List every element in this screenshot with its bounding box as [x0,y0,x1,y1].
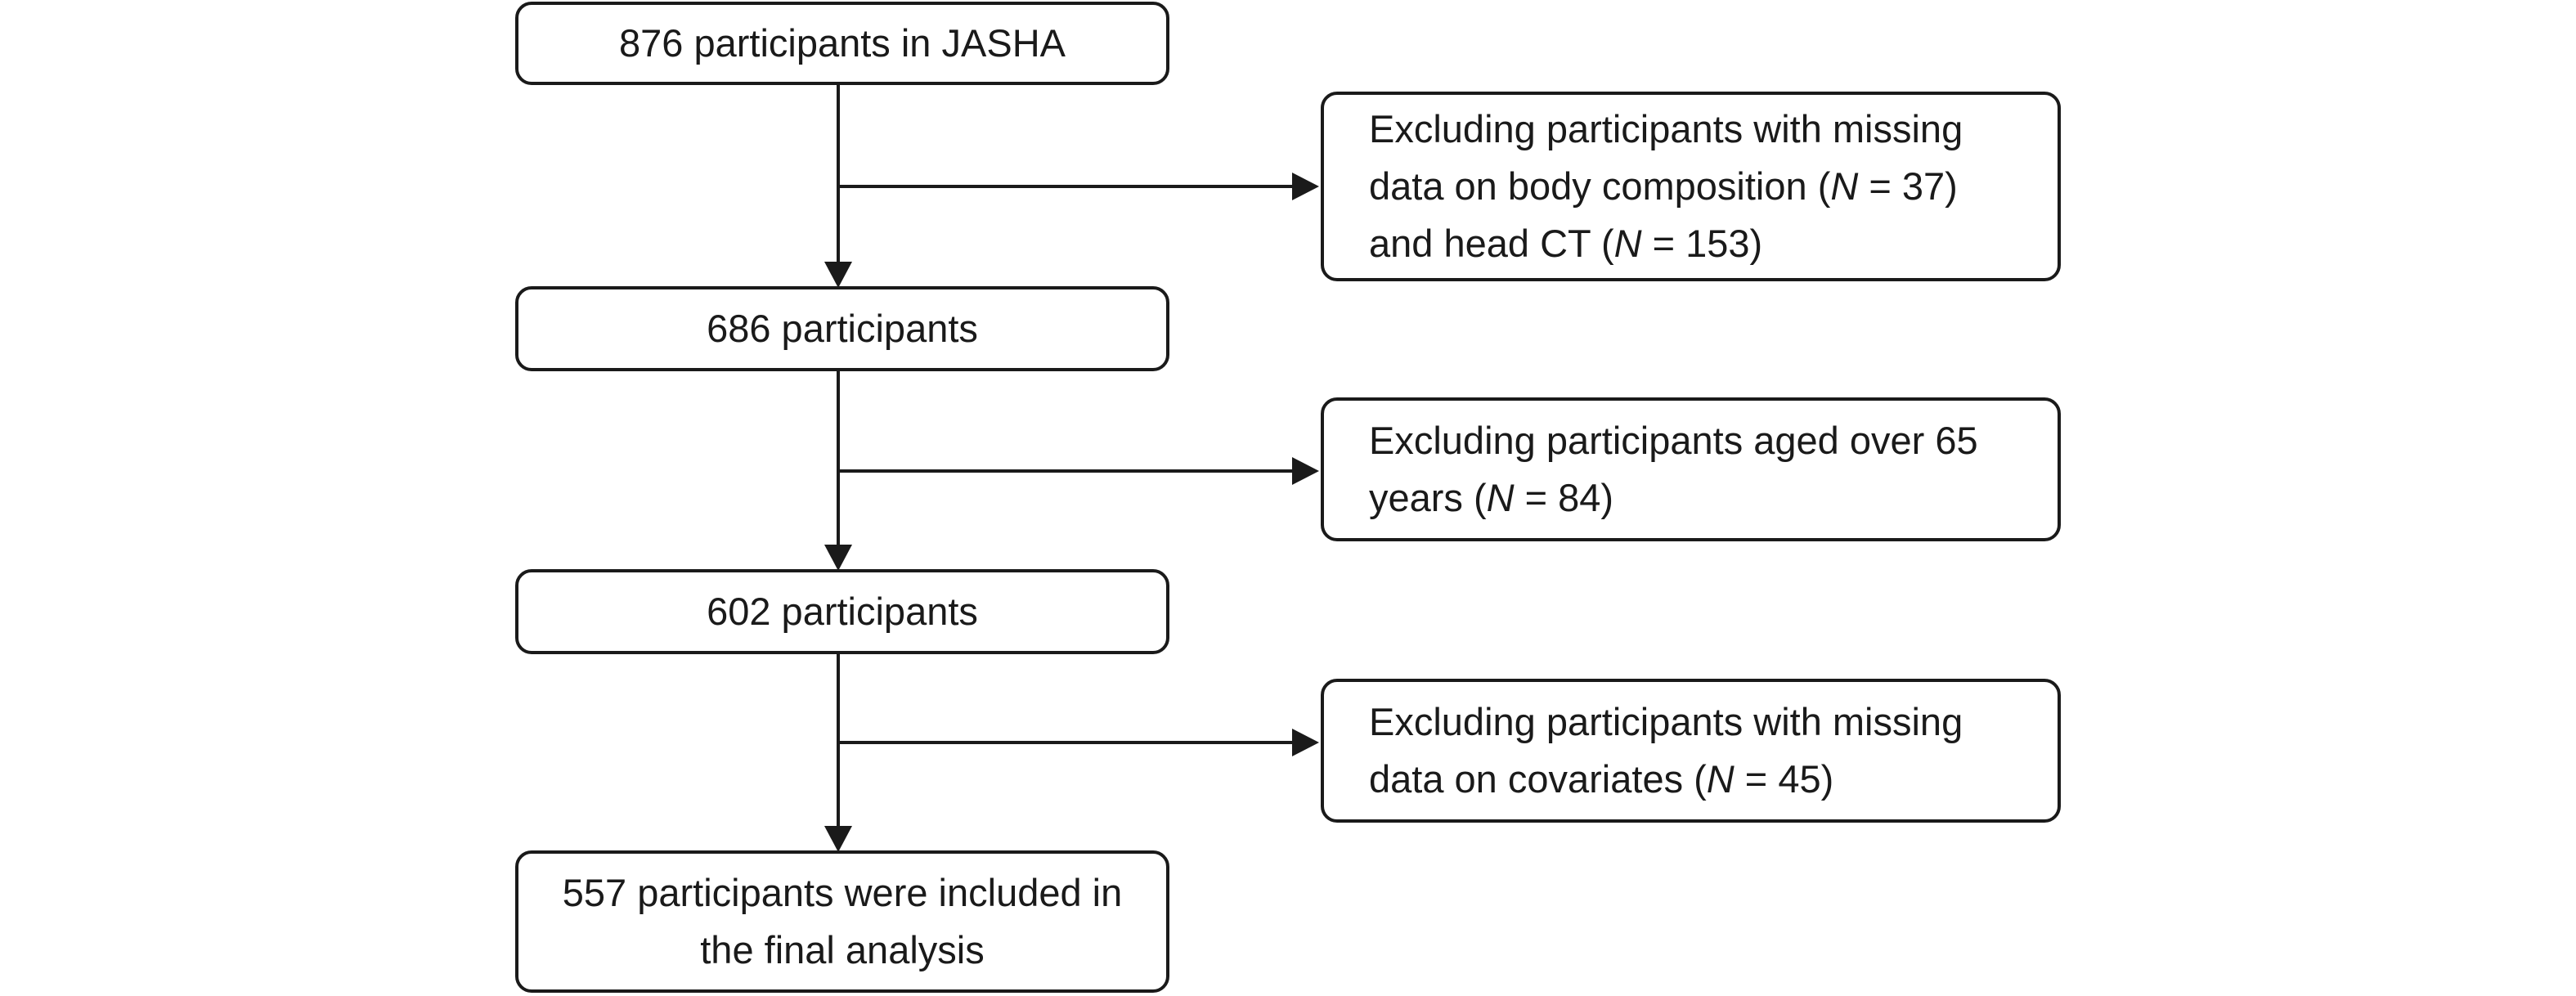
arrowhead-right-3 [1292,729,1319,756]
arrowhead-down-3 [824,826,852,852]
exclusion-box-body-ct: Excluding participants with missing data… [1321,92,2061,281]
arrowhead-right-1 [1292,173,1319,200]
step-box-after-age: 602 participants [515,569,1169,654]
arrowhead-down-1 [824,262,852,288]
exclusion-box-age: Excluding participants aged over 65 year… [1321,397,2061,541]
step-label: 602 participants [707,590,978,633]
arrowhead-down-2 [824,545,852,571]
exclusion-label: Excluding participants aged over 65 year… [1369,419,1978,519]
arrowhead-right-2 [1292,457,1319,485]
step-label: 557 participants were included in the fi… [562,871,1123,971]
step-box-initial: 876 participants in JASHA [515,2,1169,85]
exclusion-box-covariates: Excluding participants with missing data… [1321,679,2061,823]
step-box-final: 557 participants were included in the fi… [515,850,1169,993]
step-label: 876 participants in JASHA [618,21,1066,65]
exclusion-label: Excluding participants with missing data… [1369,700,1963,801]
step-box-after-body-ct: 686 participants [515,286,1169,371]
exclusion-label: Excluding participants with missing data… [1369,107,1963,265]
step-label: 686 participants [707,307,978,350]
